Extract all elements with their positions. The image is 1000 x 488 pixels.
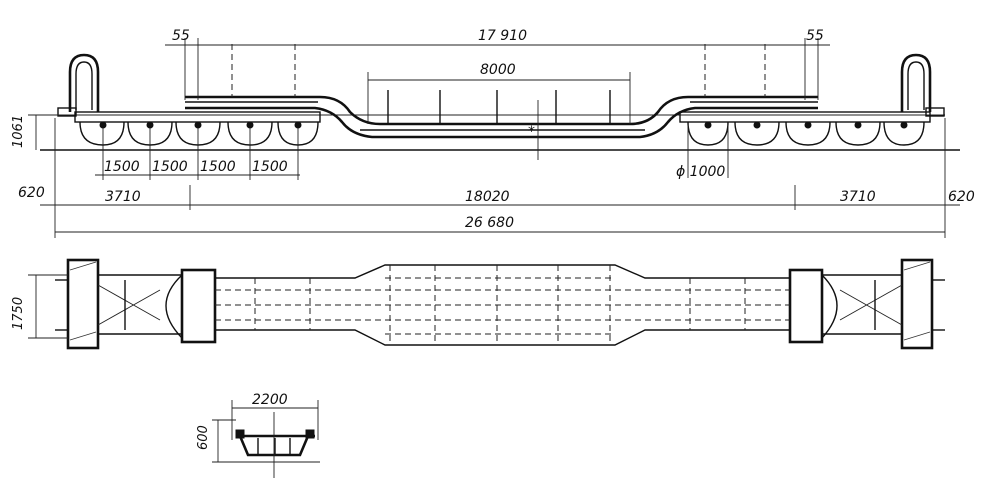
right-end-post [900,53,945,117]
dim-height-1061: 1061 [11,115,26,148]
dim-axles: 1500 1500 1500 1500 [95,128,300,180]
left-end-post [57,53,100,117]
plan-view: 1750 [11,258,945,350]
dim-width: 1750 [11,274,68,339]
dim-axle-3: 1500 [200,159,236,175]
left-bogie-group [74,111,321,146]
dim-pivot-span: 18020 [465,189,510,205]
dim-section-width: 2200 [252,392,288,408]
dim-bogie-right: 3710 [840,189,876,205]
dim-overall-length: 26 680 [465,215,514,231]
dim-axle-1: 1500 [104,159,140,175]
dim-deck-length: 8000 [480,62,516,78]
dim-deck: 8000 [367,62,631,124]
left-buffer-plate [66,258,100,350]
dim-bogie-left: 3710 [105,189,141,205]
side-elevation: * 55 17 910 55 8000 1061 [11,28,975,238]
dim-right-gap: 55 [806,28,824,44]
dim-overhang-right: 620 [948,189,975,205]
dim-wheel-diameter: ϕ 1000 [676,164,725,180]
dim-top: 55 17 910 55 [165,28,830,100]
dim-section-height: 600 [196,425,211,450]
dim-height: 1061 [11,100,539,160]
dim-wheel: ϕ 1000 [676,125,729,180]
dim-overall: 620 3710 18020 3710 620 26 680 [18,118,975,238]
right-buffer-plate [900,258,934,350]
well-girder: * [185,44,818,140]
left-wheels [79,121,319,146]
right-wheels [687,121,925,146]
cross-section: 2200 600 [196,392,320,478]
dim-axle-2: 1500 [152,159,188,175]
svg-text:*: * [528,124,535,140]
dim-axle-4: 1500 [252,159,288,175]
dim-overhang-left: 620 [18,185,45,201]
dim-left-gap: 55 [172,28,190,44]
dim-span: 17 910 [478,28,527,44]
dim-width-1750: 1750 [11,297,26,330]
right-bogie-group [679,111,931,146]
